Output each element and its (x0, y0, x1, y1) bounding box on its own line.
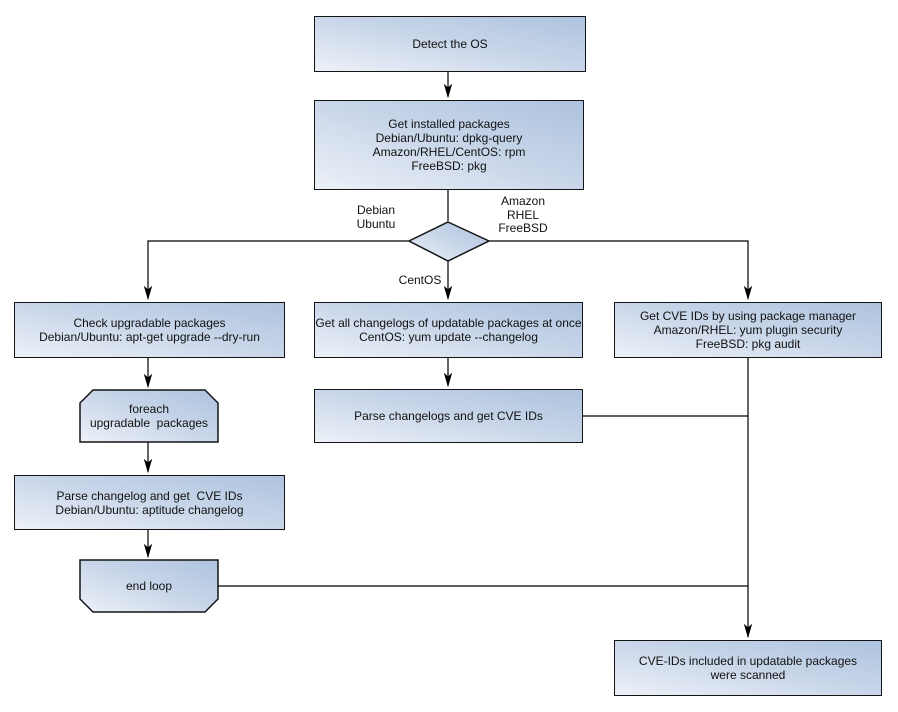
node-foreach-loop: foreach upgradable packages (80, 390, 218, 442)
branch-label-debian-ubuntu: Debian Ubuntu (356, 203, 396, 231)
branch-label-centos: CentOS (398, 273, 442, 287)
node-get-cve-ids-package-manager: Get CVE IDs by using package manager Ama… (614, 302, 882, 358)
node-parse-changelogs-centos-label: Parse changelogs and get CVE IDs (354, 409, 543, 423)
node-detect-os-label: Detect the OS (412, 37, 488, 51)
node-scan-result-label: CVE-IDs included in updatable packages w… (638, 654, 858, 682)
edge-decision-to-check-upgradable (143, 240, 409, 301)
node-check-upgradable-packages-label: Check upgradable packages Debian/Ubuntu:… (39, 316, 260, 344)
node-check-upgradable-packages: Check upgradable packages Debian/Ubuntu:… (14, 302, 285, 358)
node-scan-result: CVE-IDs included in updatable packages w… (614, 640, 882, 696)
node-parse-changelog-debian: Parse changelog and get CVE IDs Debian/U… (14, 475, 285, 530)
foreach-loop-shape (79, 389, 219, 443)
edge-decision-to-cve-manager (489, 240, 753, 301)
node-get-installed-packages: Get installed packages Debian/Ubuntu: dp… (314, 100, 584, 190)
node-get-all-changelogs-centos: Get all changelogs of updatable packages… (314, 302, 583, 358)
os-decision-diamond (407, 221, 491, 262)
node-get-installed-packages-label: Get installed packages Debian/Ubuntu: dp… (372, 117, 526, 173)
node-end-loop: end loop (80, 560, 218, 612)
branch-label-amazon-rhel-freebsd: Amazon RHEL FreeBSD (498, 194, 548, 235)
node-parse-changelogs-centos: Parse changelogs and get CVE IDs (314, 389, 583, 443)
end-loop-shape (79, 559, 219, 613)
node-get-all-changelogs-centos-label: Get all changelogs of updatable packages… (315, 316, 582, 344)
node-foreach-loop-label: foreach upgradable packages (89, 402, 209, 430)
node-detect-os: Detect the OS (314, 16, 586, 72)
node-parse-changelog-debian-label: Parse changelog and get CVE IDs Debian/U… (55, 488, 244, 517)
node-end-loop-label: end loop (125, 579, 173, 593)
node-get-cve-ids-package-manager-label: Get CVE IDs by using package manager Ama… (639, 309, 857, 351)
